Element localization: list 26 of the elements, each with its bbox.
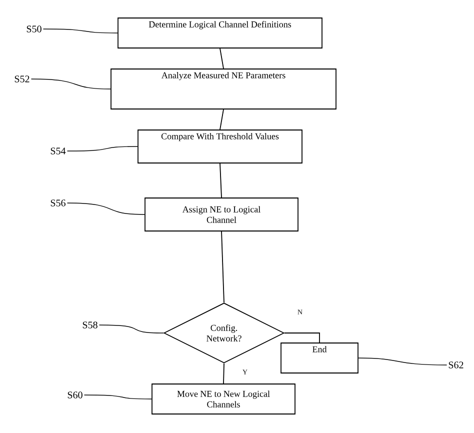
leader-line [66, 146, 138, 152]
process-box: Determine Logical Channel Definitions [118, 18, 322, 48]
step-label: S54 [50, 148, 66, 154]
step-label: S50 [26, 26, 42, 32]
connector-line [220, 163, 222, 198]
step-label: S52 [14, 76, 30, 82]
connector-line [220, 48, 224, 69]
process-box: Compare With Threshold Values [138, 130, 302, 164]
leader-line [30, 78, 111, 90]
leader-line [66, 202, 145, 215]
step-label: S58 [82, 322, 98, 328]
leader-line [358, 358, 448, 366]
process-box: Assign NE to Logical Channel [144, 198, 298, 232]
step-label: S56 [50, 200, 66, 206]
connector-line [284, 332, 320, 343]
step-label: S62 [448, 362, 464, 368]
step-label: S60 [68, 392, 82, 398]
connector-line [223, 363, 224, 384]
connector-line [221, 231, 224, 303]
leader-line [98, 324, 164, 334]
connector-line [220, 109, 224, 130]
leader-line [84, 394, 152, 400]
process-box: Move NE to New Logical Channels [152, 384, 296, 414]
process-box: End [280, 342, 358, 374]
leader-line [42, 28, 118, 34]
process-box: Analyze Measured NE Parameters [110, 68, 336, 110]
